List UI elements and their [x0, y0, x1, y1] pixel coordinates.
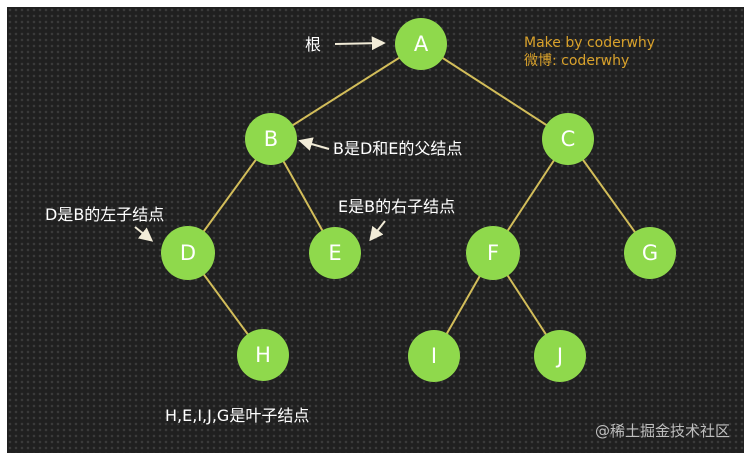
node-j: J — [534, 330, 586, 382]
node-c: C — [542, 113, 594, 165]
node-g-label: G — [642, 241, 658, 265]
root-annotation: 根 — [305, 35, 321, 54]
e-child-pointer-arrow — [369, 220, 386, 242]
binary-tree-diagram: A B C D E F G H — [45, 18, 676, 425]
node-a: A — [395, 18, 447, 70]
d-child-pointer-arrow — [134, 226, 154, 242]
node-f: F — [466, 226, 520, 280]
node-h-label: H — [255, 343, 271, 367]
node-a-label: A — [414, 32, 429, 56]
b-parent-pointer-arrow — [298, 137, 330, 151]
node-c-label: C — [561, 127, 576, 151]
e-right-child-annotation: E是B的右子结点 — [338, 197, 455, 216]
d-left-child-annotation: D是B的左子结点 — [45, 205, 164, 224]
credit-line-1: Make by coderwhy — [524, 35, 655, 51]
watermark: @稀土掘金技术社区 — [594, 422, 730, 440]
node-h: H — [237, 329, 289, 381]
node-e-label: E — [328, 241, 341, 265]
node-j-label: J — [555, 344, 563, 368]
node-d-label: D — [180, 241, 196, 265]
leaves-annotation: H,E,I,J,G是叶子结点 — [165, 406, 309, 425]
edge-a-c — [420, 43, 569, 140]
node-d: D — [161, 226, 215, 280]
node-e: E — [309, 227, 361, 279]
node-i: I — [408, 330, 460, 382]
diagram-canvas: A B C D E F G H — [7, 7, 744, 453]
root-pointer-arrow — [334, 36, 386, 51]
credit-line-2: 微博: coderwhy — [524, 52, 629, 69]
node-g: G — [624, 227, 676, 279]
edge-a-b — [270, 43, 422, 140]
node-i-label: I — [431, 344, 437, 368]
node-b: B — [245, 113, 297, 165]
node-b-label: B — [264, 127, 278, 151]
node-f-label: F — [487, 241, 499, 265]
b-parent-annotation: B是D和E的父结点 — [333, 139, 462, 158]
